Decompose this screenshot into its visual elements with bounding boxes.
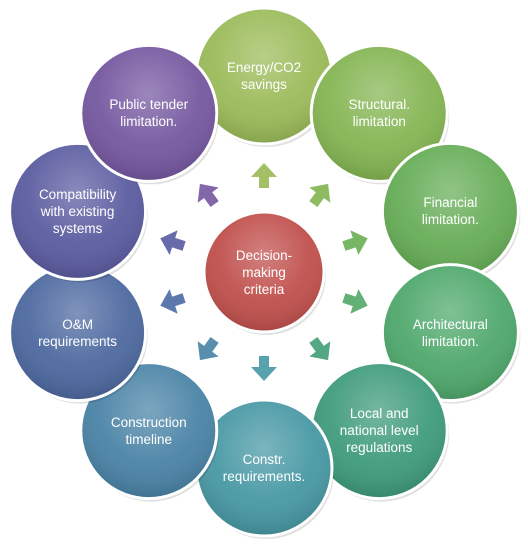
center-node <box>202 210 326 335</box>
criterion-node <box>79 43 219 185</box>
direction-arrow <box>197 183 219 207</box>
direction-arrow <box>251 163 277 188</box>
criterion-node <box>194 6 334 147</box>
criterion-node <box>8 141 148 283</box>
criterion-node <box>194 398 334 539</box>
direction-arrow <box>309 337 331 361</box>
criterion-node <box>380 263 521 404</box>
direction-arrow <box>251 356 277 381</box>
criterion-node <box>309 43 450 185</box>
criterion-node <box>309 361 450 502</box>
direction-arrow <box>342 230 368 256</box>
criterion-node <box>79 361 219 502</box>
criterion-node <box>380 141 521 283</box>
direction-arrow <box>160 288 186 314</box>
direction-arrow <box>309 183 331 207</box>
direction-arrow <box>342 288 368 314</box>
criterion-node <box>8 263 148 404</box>
direction-arrow <box>160 230 186 256</box>
direction-arrow <box>197 337 219 361</box>
